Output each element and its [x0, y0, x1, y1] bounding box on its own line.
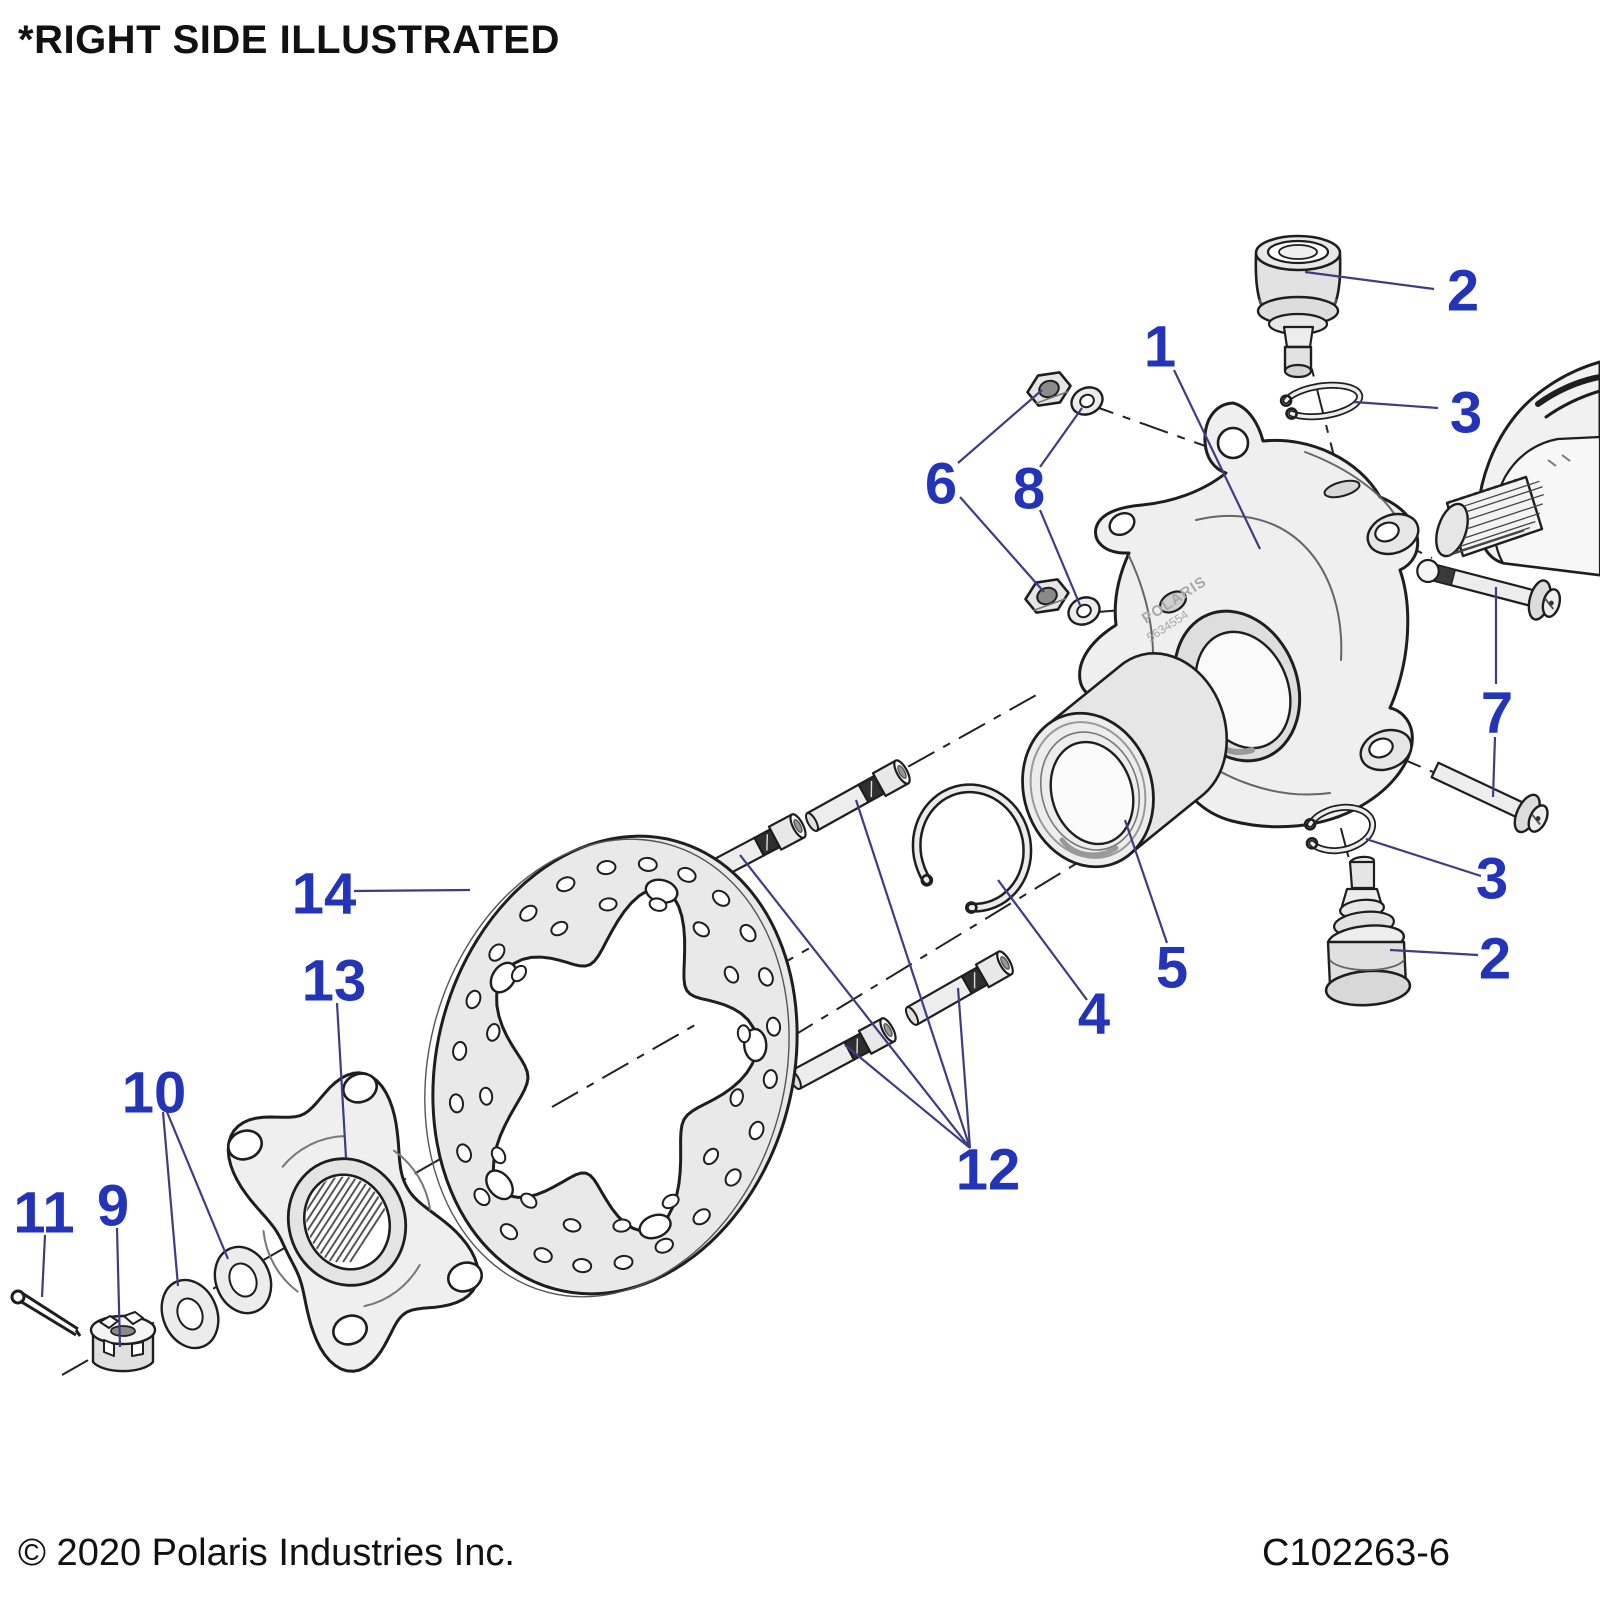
leader-line-12 — [956, 987, 972, 1149]
leader-line-12 — [854, 799, 972, 1149]
drawing-number: C102263-6 — [1262, 1532, 1451, 1574]
leader-line-12 — [739, 854, 971, 1149]
cv-axle-and-boot — [1435, 360, 1600, 577]
callout-number-3: 3 — [1450, 381, 1482, 446]
leader-line-8 — [1038, 509, 1082, 606]
cotter-pin-part-11 — [10, 1289, 82, 1337]
brake-disc-part-14 — [424, 834, 799, 1298]
leader-line-12 — [844, 1044, 971, 1149]
leader-line-13 — [335, 1002, 348, 1159]
leader-line-2 — [1304, 270, 1435, 291]
retaining-ring-part-4 — [911, 783, 1033, 914]
leader-line-1 — [1173, 369, 1261, 550]
leader-line-6 — [959, 496, 1045, 593]
callout-number-2: 2 — [1479, 927, 1511, 992]
leader-line-10 — [161, 1111, 180, 1287]
leader-line-3 — [1353, 400, 1439, 410]
page-title: *RIGHT SIDE ILLUSTRATED — [18, 18, 560, 62]
leader-line-6 — [957, 389, 1043, 464]
leader-line-2 — [1389, 948, 1479, 957]
hex-nuts-part-6 — [1024, 371, 1072, 614]
castle-nut-part-9 — [89, 1311, 157, 1373]
leader-line-9 — [115, 1227, 122, 1348]
leader-line-7 — [1491, 736, 1497, 798]
callout-number-12: 12 — [956, 1138, 1021, 1203]
snap-ring-lower-part-3 — [1303, 803, 1377, 855]
hub-bolts-part-12 — [693, 759, 1014, 1091]
callout-number-5: 5 — [1156, 936, 1188, 1001]
callout-number-1: 1 — [1144, 315, 1176, 380]
ball-joint-lower-part-2 — [1324, 855, 1412, 1007]
callout-number-10: 10 — [122, 1061, 187, 1126]
centerline-overlay — [551, 1024, 696, 1108]
leader-line-4 — [997, 879, 1088, 1001]
leader-line-11 — [40, 1234, 47, 1298]
copyright-text: © 2020 Polaris Industries Inc. — [18, 1532, 515, 1574]
leader-line-10 — [165, 1111, 230, 1260]
callout-number-8: 8 — [1013, 457, 1045, 522]
callout-number-7: 7 — [1481, 681, 1513, 746]
callout-number-6: 6 — [925, 452, 957, 517]
ball-joint-upper-part-2 — [1254, 234, 1342, 379]
callout-number-9: 9 — [97, 1174, 129, 1239]
wheel-bearing-part-5 — [1021, 652, 1228, 869]
callout-number-13: 13 — [302, 949, 367, 1014]
callout-number-3: 3 — [1476, 847, 1508, 912]
leader-line-14 — [353, 888, 471, 893]
spindle-washers-part-10 — [160, 1245, 273, 1350]
callout-number-14: 14 — [292, 862, 357, 927]
leader-line-8 — [1039, 407, 1083, 468]
leader-line-3 — [1365, 837, 1482, 878]
washers-part-8 — [1067, 386, 1104, 626]
wheel-hub-part-13 — [226, 1071, 483, 1373]
callout-number-11: 11 — [13, 1181, 74, 1246]
snap-ring-upper-part-3 — [1279, 381, 1364, 421]
flange-bolts-part-7 — [1416, 558, 1562, 834]
callout-number-2: 2 — [1447, 259, 1479, 324]
callout-number-4: 4 — [1078, 982, 1110, 1047]
leader-line-5 — [1123, 819, 1169, 944]
